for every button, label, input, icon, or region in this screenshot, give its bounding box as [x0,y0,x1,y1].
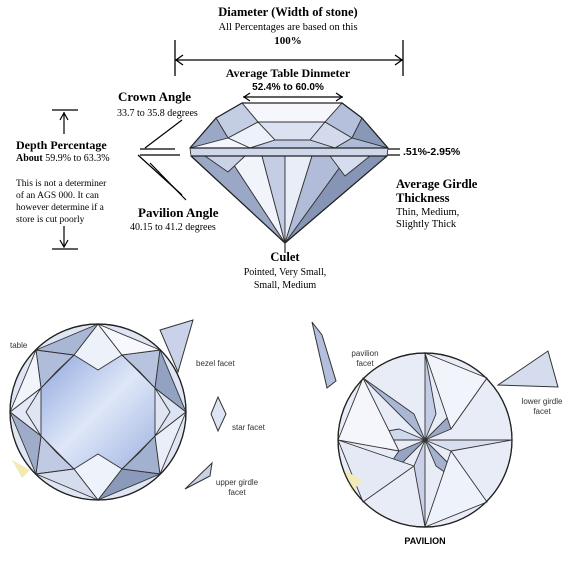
culet-options: Pointed, Very Small, Small, Medium [215,266,355,292]
girdle-thickness-marks [387,148,400,156]
pavilion-facet-label: pavilion facet [338,349,392,369]
lower-girdle-label-line: facet [533,407,551,416]
lower-girdle-label-line: lower girdle [521,397,563,406]
girdle-title: Average Girdle Thickness [396,177,477,205]
crown-angle-lines [140,119,183,156]
star-facet-shape [210,395,227,433]
pavilion-facet-label-line: pavilion [351,349,379,358]
lower-girdle-facet-shape [496,350,559,388]
diamond-side-view [189,102,389,244]
table-diameter-title: Average Table Dinmeter [225,66,351,80]
table-label: table [10,341,28,350]
upper-girdle-label-line: facet [228,488,246,497]
bezel-facet-label: bezel facet [196,359,235,368]
girdle-option: Thin, Medium, [396,207,460,218]
diameter-dimension-line [174,40,404,76]
pavilion-facet-shape [311,321,337,389]
table-dimension-line [242,92,344,102]
culet-option: Small, Medium [253,280,317,291]
depth-title: Depth Percentage [16,138,107,152]
upper-girdle-facet-label: upper girdle facet [206,478,268,498]
upper-girdle-label-line: upper girdle [215,478,259,487]
depth-dimension-line [52,109,78,250]
lower-girdle-facet-label: lower girdle facet [510,397,574,417]
diamond-pavilion-view [337,352,513,528]
bezel-facet-shape [159,319,194,374]
pavilion-angle-lines [137,154,187,201]
crown-angle-title: Crown Angle [118,89,192,104]
diameter-value: 100% [274,35,302,47]
girdle-title-line: Thickness [396,191,450,205]
pavilion-caption: PAVILION [404,536,446,546]
table-diameter-range: 52.4% to 60.0% [252,82,324,93]
pavilion-facet-label-line: facet [356,359,374,368]
depth-note-line: store is cut poorly [16,215,85,225]
girdle-option: Slightly Thick [396,219,457,230]
depth-range: 59.9% to 63.3% [45,153,110,164]
girdle-title-line: Average Girdle [396,177,478,191]
depth-note-line: however determine if a [16,203,104,213]
crown-angle-range: 33.7 to 35.8 degrees [117,108,198,119]
pavilion-angle-title: Pavilion Angle [138,205,219,220]
diamond-crown-view [9,323,187,501]
diameter-note: All Percentages are based on this [218,22,358,33]
diameter-title: Diameter (Width of stone) [218,5,358,19]
culet-option: Pointed, Very Small, [243,267,327,278]
girdle-range: .51%-2.95% [403,146,461,158]
culet-title: Culet [270,250,300,264]
star-facet-label: star facet [232,423,265,432]
girdle-options: Thin, Medium, Slightly Thick [396,207,459,231]
depth-prefix: About [16,153,43,164]
depth-note: This is not a determiner of an AGS 000. … [16,178,106,226]
depth-range-line: About 59.9% to 63.3% [16,153,110,164]
depth-note-line: This is not a determiner [16,179,107,189]
upper-girdle-facet-shape [184,461,213,490]
pavilion-angle-range: 40.15 to 41.2 degrees [130,222,216,233]
depth-note-line: of an AGS 000. It can [16,191,99,201]
